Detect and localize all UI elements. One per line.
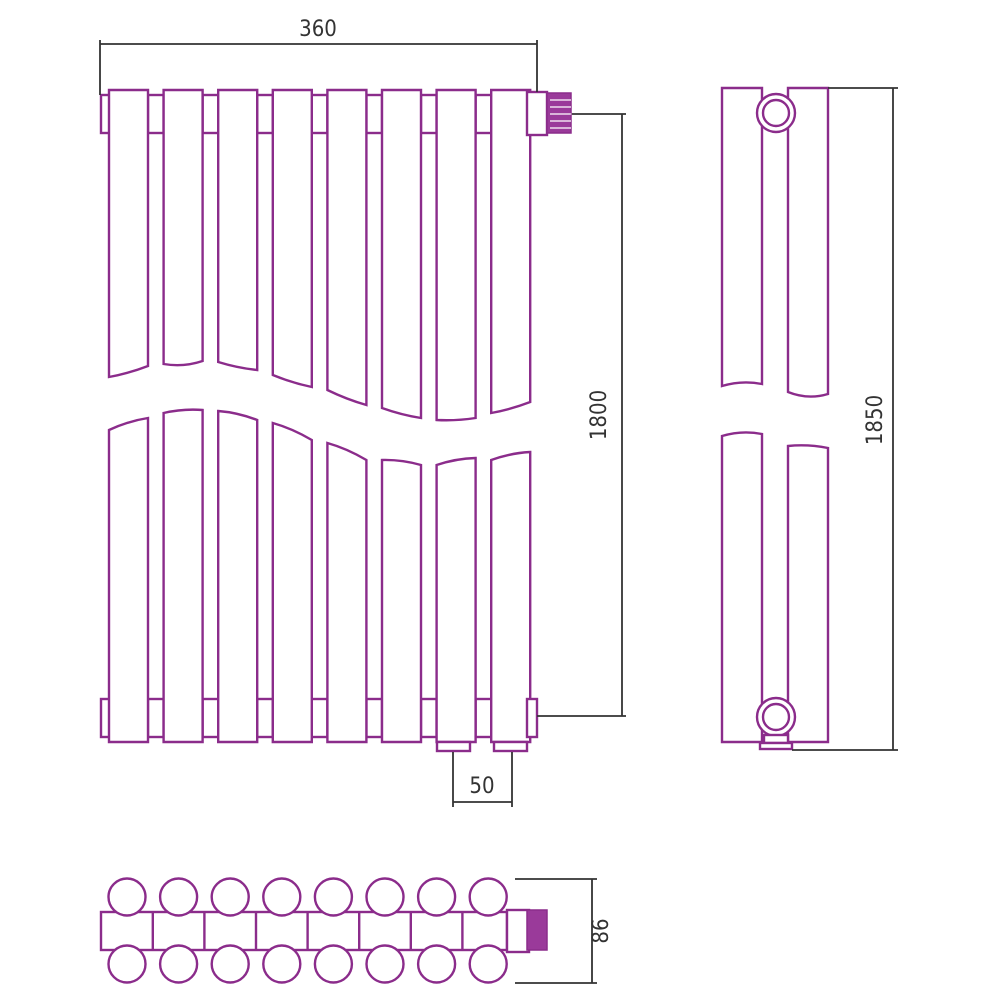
- bottom-nipple: [365, 697, 384, 739]
- side-back-lower: [786, 444, 830, 744]
- section-upper: [435, 88, 477, 422]
- top-nipple: [201, 93, 220, 135]
- height-1800-dimension-label: 1800: [587, 390, 612, 440]
- plug: [525, 90, 549, 137]
- top-view-tube: [468, 944, 508, 984]
- top-view-tube: [468, 877, 508, 917]
- width-dimension-label: 360: [299, 17, 337, 42]
- plug-hatched-head: [546, 92, 572, 134]
- section-lower: [162, 408, 204, 744]
- side-view: [720, 86, 830, 751]
- side-pipe-flange: [758, 741, 794, 751]
- inlet-pipe: [435, 740, 472, 753]
- top-view-tube: [210, 944, 250, 984]
- side-pipe-stub: [762, 733, 790, 745]
- bottom-nipple: [474, 697, 493, 739]
- top-nipple: [310, 93, 329, 135]
- dimension-lines: [99, 40, 898, 984]
- top-view-band: [99, 910, 509, 952]
- top-nipple: [474, 93, 493, 135]
- top-view-tube: [262, 877, 302, 917]
- bottom-nipple: [201, 697, 220, 739]
- section-upper: [217, 88, 259, 372]
- top-view-plug-head: [526, 909, 548, 951]
- top-view-tube: [262, 944, 302, 984]
- top-nipple: [146, 93, 165, 135]
- top-nipple: [365, 93, 384, 135]
- side-front-lower: [720, 431, 764, 744]
- top-view-tube: [365, 944, 405, 984]
- side-top-collector-inner: [761, 98, 791, 128]
- section-lower: [380, 458, 423, 744]
- section-upper: [162, 88, 204, 367]
- top-view-tube: [158, 944, 199, 984]
- top-view-tube: [416, 877, 457, 917]
- top-nipple: [256, 93, 275, 135]
- top-view-tube: [313, 877, 354, 917]
- section-upper: [490, 88, 532, 415]
- section-upper: [380, 88, 423, 420]
- outlet-pipe: [492, 740, 529, 753]
- top-view-plug: [505, 908, 531, 954]
- bottom-nipple: [146, 697, 165, 739]
- section-lower: [107, 416, 150, 744]
- top-nipple: [419, 93, 438, 135]
- section-lower: [217, 409, 259, 744]
- bottom-nipple: [310, 697, 329, 739]
- top-view-tube: [158, 877, 199, 917]
- section-lower: [490, 450, 532, 744]
- side-bottom-collector-inner: [761, 702, 791, 732]
- section-upper: [326, 88, 368, 407]
- top-view-tube: [107, 877, 147, 917]
- section-upper: [107, 88, 150, 379]
- section-lower: [435, 456, 477, 744]
- top-view-tube: [365, 877, 405, 917]
- section-lower: [271, 421, 313, 744]
- top-view-tube: [107, 944, 147, 984]
- top-view: [99, 877, 548, 984]
- height-1850-dimension-label: 1850: [863, 395, 888, 445]
- front-view: [99, 88, 572, 753]
- section-upper: [271, 88, 313, 389]
- section-lower: [326, 441, 368, 744]
- bottom-right-cap: [525, 697, 539, 739]
- bottom-nipple: [256, 697, 275, 739]
- bottom-nipple: [419, 697, 438, 739]
- top-view-tube: [416, 944, 457, 984]
- top-view-tube: [210, 877, 250, 917]
- connection-distance-label: 50: [469, 774, 494, 799]
- top-view-tube: [313, 944, 354, 984]
- side-back-upper: [786, 86, 830, 398]
- depth-dimension-label: 86: [589, 918, 614, 943]
- side-front-upper: [720, 86, 764, 388]
